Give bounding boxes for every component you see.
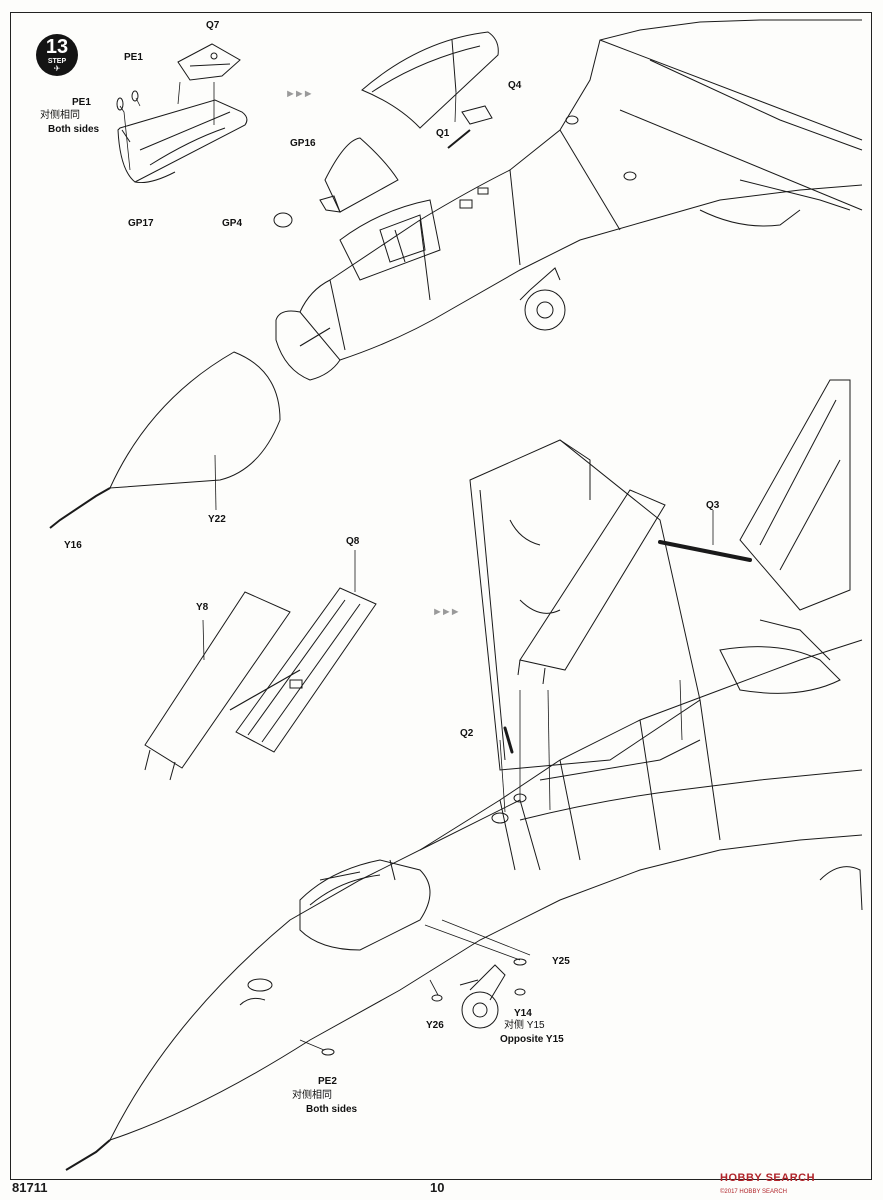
leader-line — [679, 679, 683, 741]
q2-part — [503, 726, 514, 754]
label-opposite-en: Opposite Y15 — [500, 1034, 564, 1045]
leader-line — [429, 979, 439, 996]
label-both-sides-cn: 对侧相同 — [292, 1090, 332, 1101]
q1-part — [447, 129, 471, 149]
label-both-sides-en: Both sides — [306, 1104, 358, 1115]
label-pe1: PE1 — [72, 97, 91, 108]
label-both-sides-cn: 对侧相同 — [40, 110, 80, 121]
panel-q8 — [235, 587, 377, 753]
step-number: 13 — [45, 36, 69, 58]
nose-gear-upper — [519, 267, 566, 331]
label-y8: Y8 — [196, 602, 209, 613]
label-q3: Q3 — [706, 500, 720, 511]
leader-arrow — [229, 669, 301, 711]
canopy-main — [361, 31, 499, 129]
wing-left — [469, 439, 701, 771]
leader-line — [119, 105, 131, 171]
nose-cone-y22 — [49, 351, 281, 529]
label-pe2: PE2 — [318, 1076, 337, 1087]
label-both-sides-en: Both sides — [48, 124, 100, 135]
step-badge: 13 STEP ✈ — [36, 34, 78, 76]
label-y26: Y26 — [426, 1020, 444, 1031]
label-gp4: GP4 — [222, 218, 243, 229]
canopy-hood-q7 — [177, 43, 241, 81]
label-pe1: PE1 — [124, 52, 143, 63]
step-word: STEP — [47, 58, 67, 65]
leader-line — [202, 619, 205, 661]
label-y14: Y14 — [514, 1008, 532, 1019]
canopy-glass-gp16 — [319, 137, 399, 213]
panel-q3-open — [517, 489, 666, 685]
leader-arrow — [299, 327, 331, 347]
label-q7: Q7 — [206, 20, 220, 31]
label-q1: Q1 — [436, 128, 450, 139]
label-q8: Q8 — [346, 536, 360, 547]
nose-gear-lower — [459, 964, 506, 1029]
gp4-part — [273, 212, 293, 228]
label-y22: Y22 — [208, 514, 226, 525]
leader-line — [424, 924, 521, 961]
pe1-part — [116, 97, 124, 111]
label-q4: Q4 — [508, 80, 522, 91]
watermark-text: HOBBY SEARCH — [720, 1172, 816, 1184]
triple-arrow-icon: ►►► — [285, 88, 314, 100]
triple-arrow-icon: ►►► — [432, 606, 461, 618]
label-q2: Q2 — [460, 728, 474, 739]
watermark: HOBBY SEARCH ©2017 HOBBY SEARCH — [720, 1172, 815, 1196]
label-y16: Y16 — [64, 540, 82, 551]
watermark-sub: ©2017 HOBBY SEARCH — [720, 1189, 788, 1195]
rod-q3 — [658, 540, 752, 562]
leader-line — [214, 454, 217, 511]
q4-part — [461, 105, 493, 125]
product-code: 81711 — [12, 1180, 48, 1195]
label-gp16: GP16 — [290, 138, 316, 149]
leader-line — [454, 91, 457, 123]
page-number: 10 — [430, 1180, 445, 1195]
pitot-tube — [65, 1139, 111, 1171]
pe1-part — [131, 90, 139, 102]
fuselage-upper — [275, 19, 863, 381]
canopy-frame-part — [117, 99, 248, 183]
leader-line — [547, 689, 551, 811]
label-y25: Y25 — [552, 956, 570, 967]
fuselage-lower — [109, 619, 863, 1141]
leader-line — [177, 81, 181, 105]
panel-y8 — [144, 591, 291, 781]
vertical-tail — [739, 379, 851, 611]
y14-part — [514, 988, 526, 996]
leader-line — [499, 739, 506, 813]
leader-line — [441, 919, 531, 956]
y26-part — [431, 994, 443, 1002]
leader-line — [135, 97, 141, 107]
label-gp17: GP17 — [128, 218, 154, 229]
y25-part — [513, 958, 527, 966]
leader-line — [299, 1039, 325, 1051]
instruction-page — [10, 12, 872, 1180]
plane-icon: ✈ — [53, 64, 61, 73]
pe2-part — [321, 1048, 335, 1056]
label-opposite-cn: 对侧 Y15 — [504, 1020, 545, 1031]
